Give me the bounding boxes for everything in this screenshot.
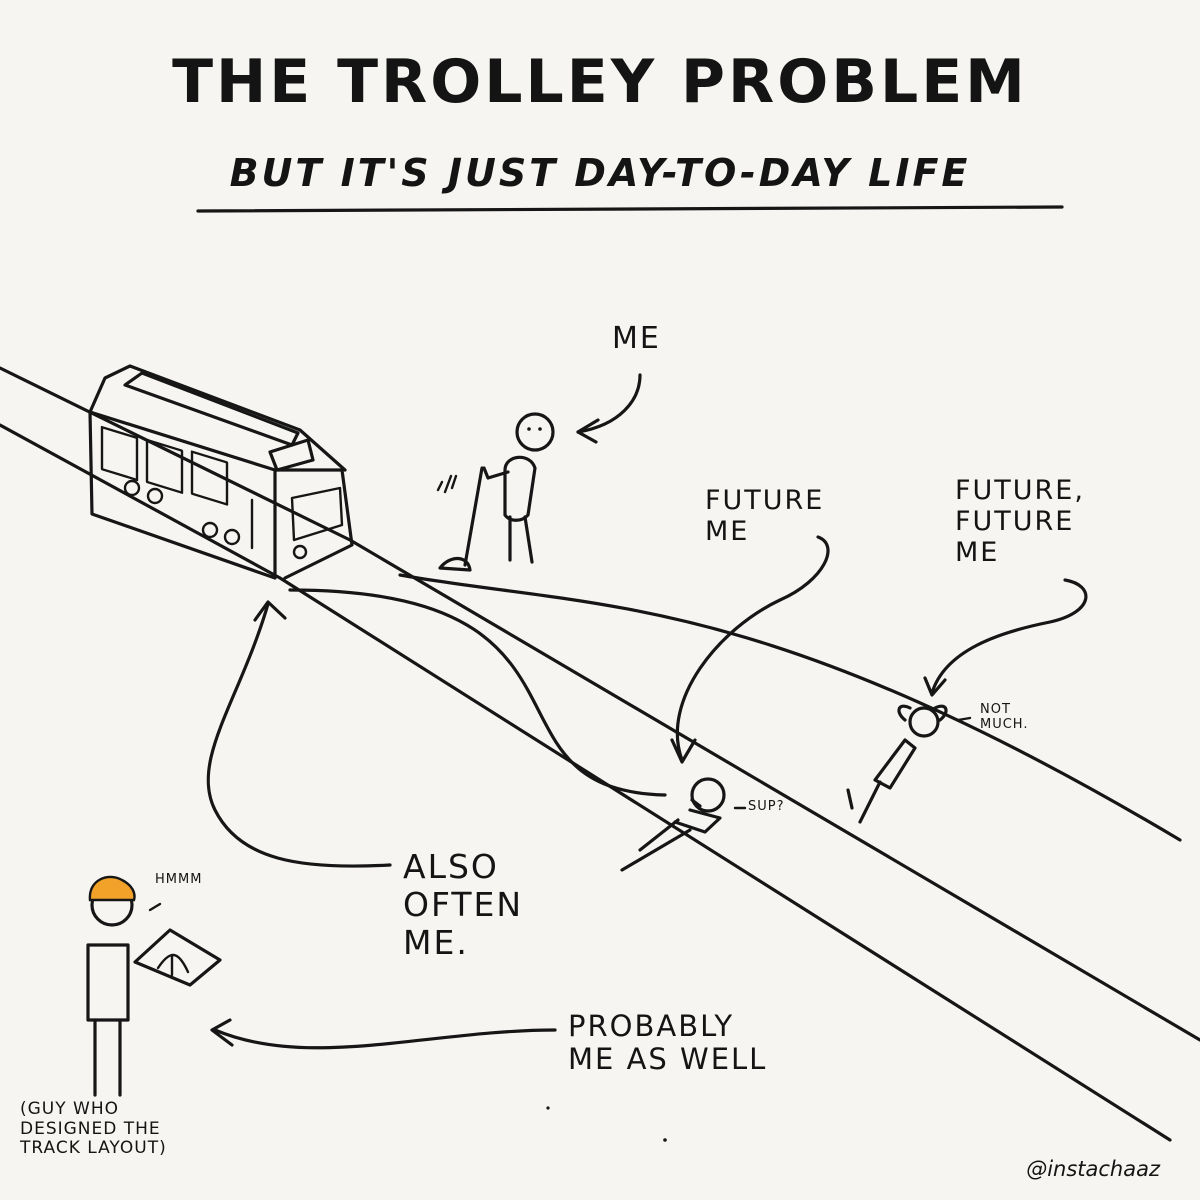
future-me-figure-icon [620,777,726,872]
label-future-future-me: FUTURE, FUTURE ME [955,475,1085,569]
blueprint-icon [133,928,222,987]
subtitle-underline [196,205,1064,213]
me-figure-icon [436,412,555,572]
arrow-icon [206,373,1088,1050]
artist-credit: @instachaaz [1026,1157,1160,1181]
comic-subtitle: BUT IT'S JUST DAY-TO-DAY LIFE [229,151,971,195]
label-sup: SUP? [748,799,785,814]
label-probably-me: PROBABLY ME AS WELL [568,1009,768,1077]
label-me: ME [612,321,661,356]
comic-title: THE TROLLEY PROBLEM [172,47,1028,117]
trolley-icon [88,364,354,580]
hard-hat-icon [88,875,136,902]
side-track [288,573,1182,842]
label-guy-caption: (GUY WHO DESIGNED THE TRACK LAYOUT) [20,1099,167,1159]
engineer-figure-icon [86,875,162,1097]
label-also-often-me: ALSO OFTEN ME. [403,847,524,962]
label-hmmm: HMMM [155,872,203,887]
label-not-much: NOT MUCH. [980,702,1029,732]
future-future-me-figure-icon [846,704,948,824]
label-future-me: FUTURE ME [705,485,825,548]
